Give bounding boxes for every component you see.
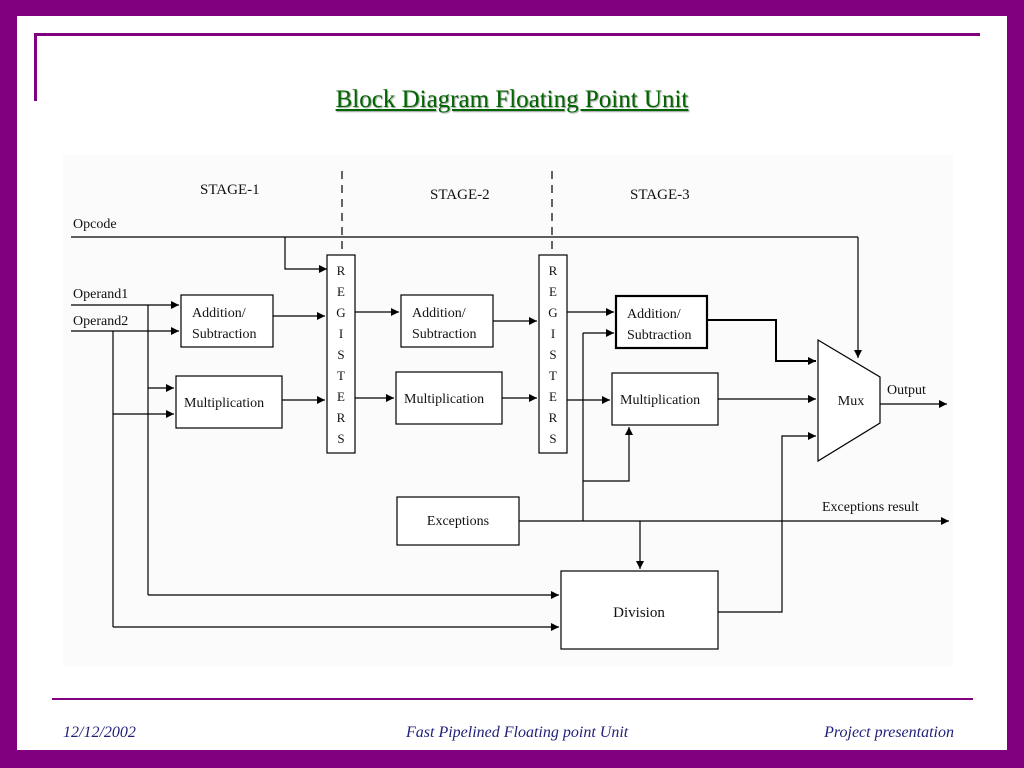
- registers-1-letter: T: [337, 368, 345, 383]
- registers-2-letter: S: [549, 347, 556, 362]
- stage1-addsub-block: [180, 294, 274, 348]
- registers-1-letter: G: [336, 305, 345, 320]
- operand1-label: Operand1: [73, 287, 128, 302]
- exceptions-label: Exceptions: [427, 514, 489, 529]
- operand2-label: Operand2: [73, 314, 128, 329]
- registers-2-letter: R: [549, 410, 558, 425]
- registers-1-letter: E: [337, 284, 345, 299]
- stage3-addsub-label-1: Addition/: [627, 307, 681, 322]
- footer-title: Fast Pipelined Floating point Unit: [406, 724, 629, 741]
- footer-date: 12/12/2002: [63, 724, 136, 741]
- stage1-addsub-label-1: Addition/: [192, 306, 246, 321]
- stage-2-label: STAGE-2: [430, 187, 490, 203]
- stage2-addsub-label-1: Addition/: [412, 306, 466, 321]
- stage2-mult-label: Multiplication: [404, 392, 484, 407]
- registers-1-letter: I: [339, 326, 343, 341]
- stage1-mult-block: [175, 375, 283, 429]
- stage1-mult-label: Multiplication: [184, 396, 264, 411]
- block-diagram: STAGE-1 STAGE-2 STAGE-3 Opcode Operand1 …: [63, 155, 953, 667]
- stage2-addsub-label-2: Subtraction: [412, 327, 477, 342]
- stage1-addsub-label-2: Subtraction: [192, 327, 257, 342]
- registers-2-letter: E: [549, 284, 557, 299]
- mux-label: Mux: [838, 394, 864, 409]
- stage-1-label: STAGE-1: [200, 182, 260, 198]
- registers-1-letter: R: [337, 263, 346, 278]
- stage3-mult-label: Multiplication: [620, 393, 700, 408]
- stage2-mult-block: [395, 371, 503, 425]
- output-label: Output: [887, 383, 926, 398]
- registers-2-letter: T: [549, 368, 557, 383]
- decorative-left-rule: [34, 33, 37, 101]
- mux-block: [817, 338, 881, 463]
- decorative-top-rule: [34, 33, 980, 36]
- registers-1-letter: S: [337, 431, 344, 446]
- registers-1-block: [326, 254, 356, 454]
- stage-3-label: STAGE-3: [630, 187, 690, 203]
- registers-2-letter: E: [549, 389, 557, 404]
- slide: Block Diagram Floating Point Unit STAGE-…: [17, 16, 1007, 750]
- registers-2-letter: R: [549, 263, 558, 278]
- registers-2-letters: R E G I S T E R S: [548, 263, 557, 446]
- footer-note: Project presentation: [824, 724, 954, 741]
- registers-1-letter: S: [337, 347, 344, 362]
- division-block: [560, 570, 719, 650]
- stage2-addsub-block: [400, 294, 494, 348]
- registers-2-block: [538, 254, 568, 454]
- registers-1-letters: R E G I S T E R S: [336, 263, 345, 446]
- registers-2-letter: I: [551, 326, 555, 341]
- stage3-addsub-label-2: Subtraction: [627, 328, 692, 343]
- footer-rule: [52, 698, 973, 700]
- division-label: Division: [613, 605, 665, 621]
- exceptions-result-label: Exceptions result: [822, 500, 919, 515]
- registers-2-letter: S: [549, 431, 556, 446]
- exceptions-block: [396, 496, 520, 546]
- registers-2-letter: G: [548, 305, 557, 320]
- opcode-label: Opcode: [73, 217, 117, 232]
- slide-title: Block Diagram Floating Point Unit: [335, 86, 689, 113]
- registers-1-letter: E: [337, 389, 345, 404]
- registers-1-letter: R: [337, 410, 346, 425]
- stage3-addsub-block: [614, 294, 709, 350]
